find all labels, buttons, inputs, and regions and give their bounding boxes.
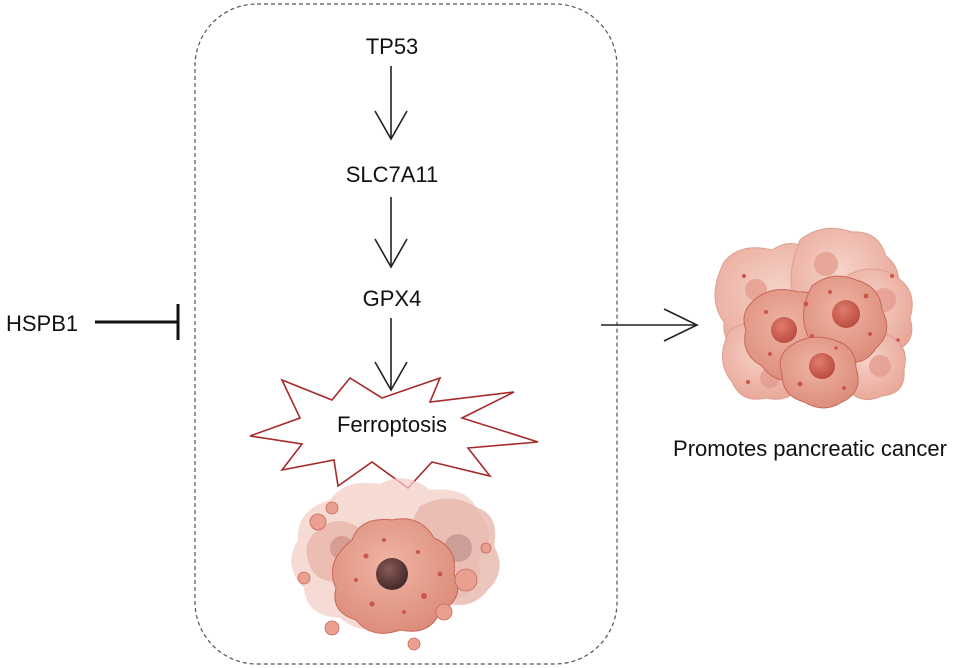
ferroptosis-burst (249, 376, 539, 490)
arrow-tp53-to-slc7a11 (374, 66, 408, 141)
dying-cell-icon (291, 478, 500, 651)
arrow-gpx4-to-ferroptosis (374, 318, 408, 392)
arrow-to-outcome (601, 308, 699, 342)
gpx4-label: GPX4 (363, 286, 422, 311)
tp53-label: TP53 (366, 34, 419, 59)
ferroptosis-label: Ferroptosis (337, 412, 447, 437)
pathway-box (194, 3, 618, 665)
outcome-label: Promotes pancreatic cancer (673, 436, 947, 461)
hspb1-label: HSPB1 (6, 311, 78, 336)
inhibition-bar (95, 304, 180, 340)
arrow-slc7a11-to-gpx4 (374, 197, 408, 269)
slc7a11-label: SLC7A11 (346, 162, 439, 187)
tumor-cluster-icon (714, 227, 913, 409)
